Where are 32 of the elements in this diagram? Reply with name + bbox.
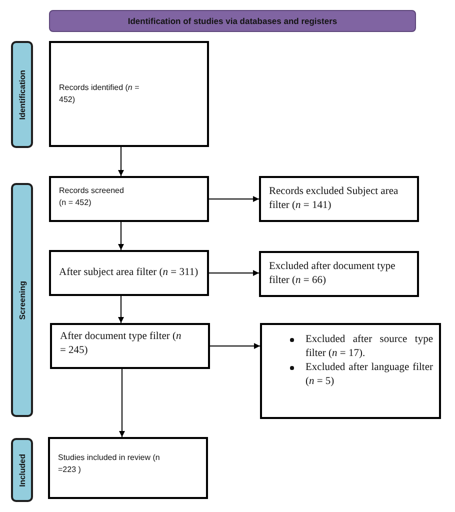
arrow	[210, 343, 260, 349]
box-text: Records screened (n = 452)	[59, 185, 125, 208]
stage-label: Identification	[18, 70, 26, 120]
stage-band	[11, 438, 33, 502]
arrow	[119, 368, 125, 438]
box-text: Excluded after document type filter (n = 66)	[269, 260, 396, 288]
arrow	[118, 222, 124, 250]
arrow	[208, 196, 260, 202]
process-box	[49, 176, 209, 222]
banner-title: Identification of studies via databases and registers	[128, 16, 338, 26]
box-text: Records excluded Subject area filter (n = 141)	[269, 185, 400, 213]
arrow	[118, 146, 124, 176]
arrow	[118, 296, 124, 324]
list-item-text: Excluded after language filter (n = 5)	[306, 361, 433, 389]
process-box	[259, 251, 419, 297]
stage-band	[11, 41, 33, 148]
process-box	[50, 323, 210, 369]
arrow	[208, 270, 260, 276]
title-banner	[49, 10, 416, 32]
process-box	[259, 176, 419, 222]
exclusion-box	[260, 323, 441, 419]
process-box	[49, 41, 209, 147]
stage-band	[11, 183, 33, 417]
box-text: After subject area filter (n = 311)	[59, 266, 199, 280]
process-box	[48, 437, 208, 499]
process-box	[49, 250, 209, 296]
list-item-text: Excluded after source type filter (n = 17).	[306, 333, 433, 360]
box-text: Studies included in review (n =223 )	[58, 452, 161, 476]
box-text: After document type filter (n = 245)	[60, 330, 182, 358]
stage-label: Included	[18, 454, 26, 486]
stage-label: Screening	[18, 280, 26, 320]
box-text: Records identified (n = 452)	[59, 82, 140, 106]
